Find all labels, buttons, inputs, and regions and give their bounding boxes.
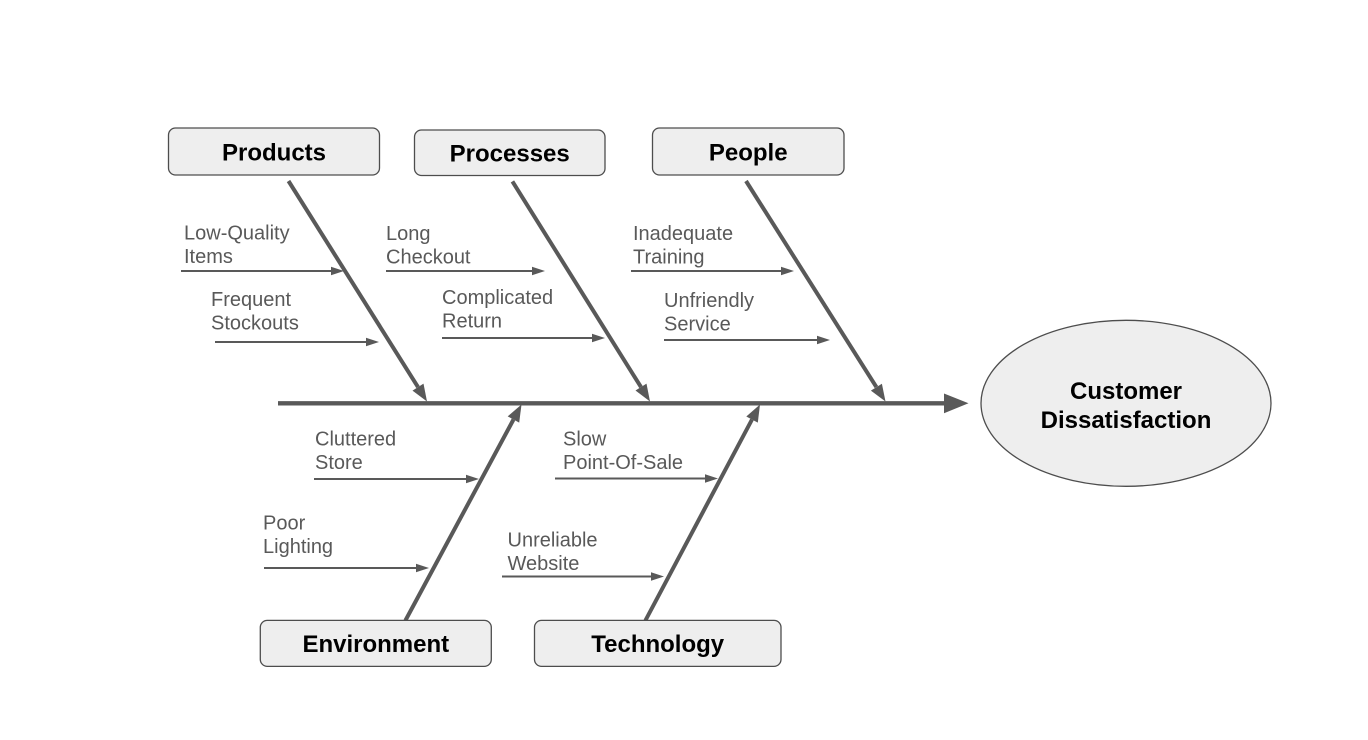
svg-text:Customer: Customer xyxy=(1070,378,1182,405)
svg-text:Environment: Environment xyxy=(302,631,449,658)
svg-text:Long: Long xyxy=(386,223,431,245)
svg-text:Stockouts: Stockouts xyxy=(211,312,299,334)
svg-text:Processes: Processes xyxy=(450,141,570,168)
svg-text:Items: Items xyxy=(184,246,233,268)
svg-text:People: People xyxy=(709,139,788,166)
svg-text:Dissatisfaction: Dissatisfaction xyxy=(1041,407,1212,434)
svg-text:Poor: Poor xyxy=(263,513,306,535)
svg-text:Slow: Slow xyxy=(563,429,607,451)
svg-text:Low-Quality: Low-Quality xyxy=(184,223,290,245)
svg-text:Unreliable: Unreliable xyxy=(508,530,598,552)
svg-text:Cluttered: Cluttered xyxy=(315,429,396,451)
svg-text:Unfriendly: Unfriendly xyxy=(664,290,754,312)
svg-text:Inadequate: Inadequate xyxy=(633,223,733,245)
svg-text:Store: Store xyxy=(315,452,363,474)
svg-text:Complicated: Complicated xyxy=(442,287,553,309)
svg-text:Service: Service xyxy=(664,313,731,335)
svg-text:Products: Products xyxy=(222,139,326,166)
svg-text:Return: Return xyxy=(442,310,502,332)
svg-text:Checkout: Checkout xyxy=(386,246,471,268)
svg-text:Technology: Technology xyxy=(591,631,725,658)
svg-text:Point-Of-Sale: Point-Of-Sale xyxy=(563,452,683,474)
svg-text:Lighting: Lighting xyxy=(263,536,333,558)
svg-text:Frequent: Frequent xyxy=(211,289,291,311)
svg-text:Website: Website xyxy=(508,553,580,575)
svg-text:Training: Training xyxy=(633,246,705,268)
